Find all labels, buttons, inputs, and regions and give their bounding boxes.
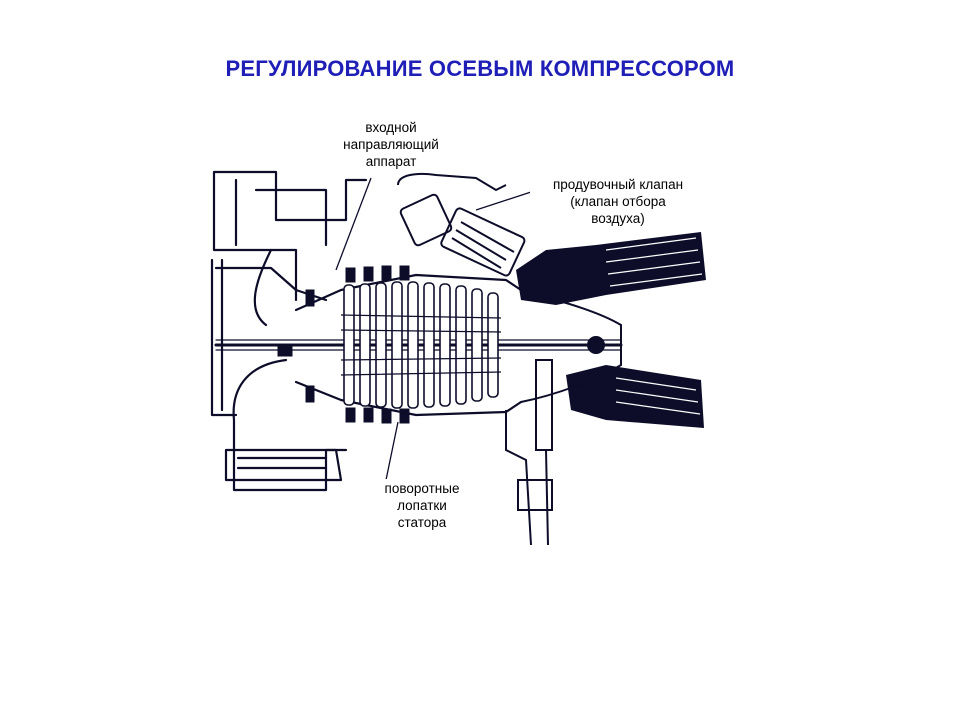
inlet-bellmouth [232, 248, 348, 492]
inlet-guide-vane-leader [335, 177, 372, 271]
exhaust-duct-lower [566, 365, 704, 428]
blowoff-valve-assembly [397, 172, 526, 277]
base-support [224, 448, 343, 482]
turbine-hub [505, 289, 622, 546]
blowoff-valve-leader [475, 191, 532, 211]
stator-actuators [277, 265, 410, 424]
blowoff-duct-upper [516, 232, 706, 305]
compressor-cross-section-drawing [210, 170, 706, 546]
inlet-guide-vane-label: входной направляющий аппарат [338, 118, 444, 171]
blowoff-valve-label: продувочный клапан (клапан отбора воздух… [530, 175, 706, 228]
compressor-casing-lower [294, 380, 523, 417]
compressor-casing-upper [294, 273, 523, 312]
variable-stator-leader [385, 421, 399, 481]
inlet-plenum [210, 258, 328, 417]
page-title: РЕГУЛИРОВАНИЕ ОСЕВЫМ КОМПРЕССОРОМ [225, 56, 735, 81]
variable-stator-label: поворотные лопатки статора [366, 479, 478, 532]
inlet-frame [212, 170, 368, 302]
